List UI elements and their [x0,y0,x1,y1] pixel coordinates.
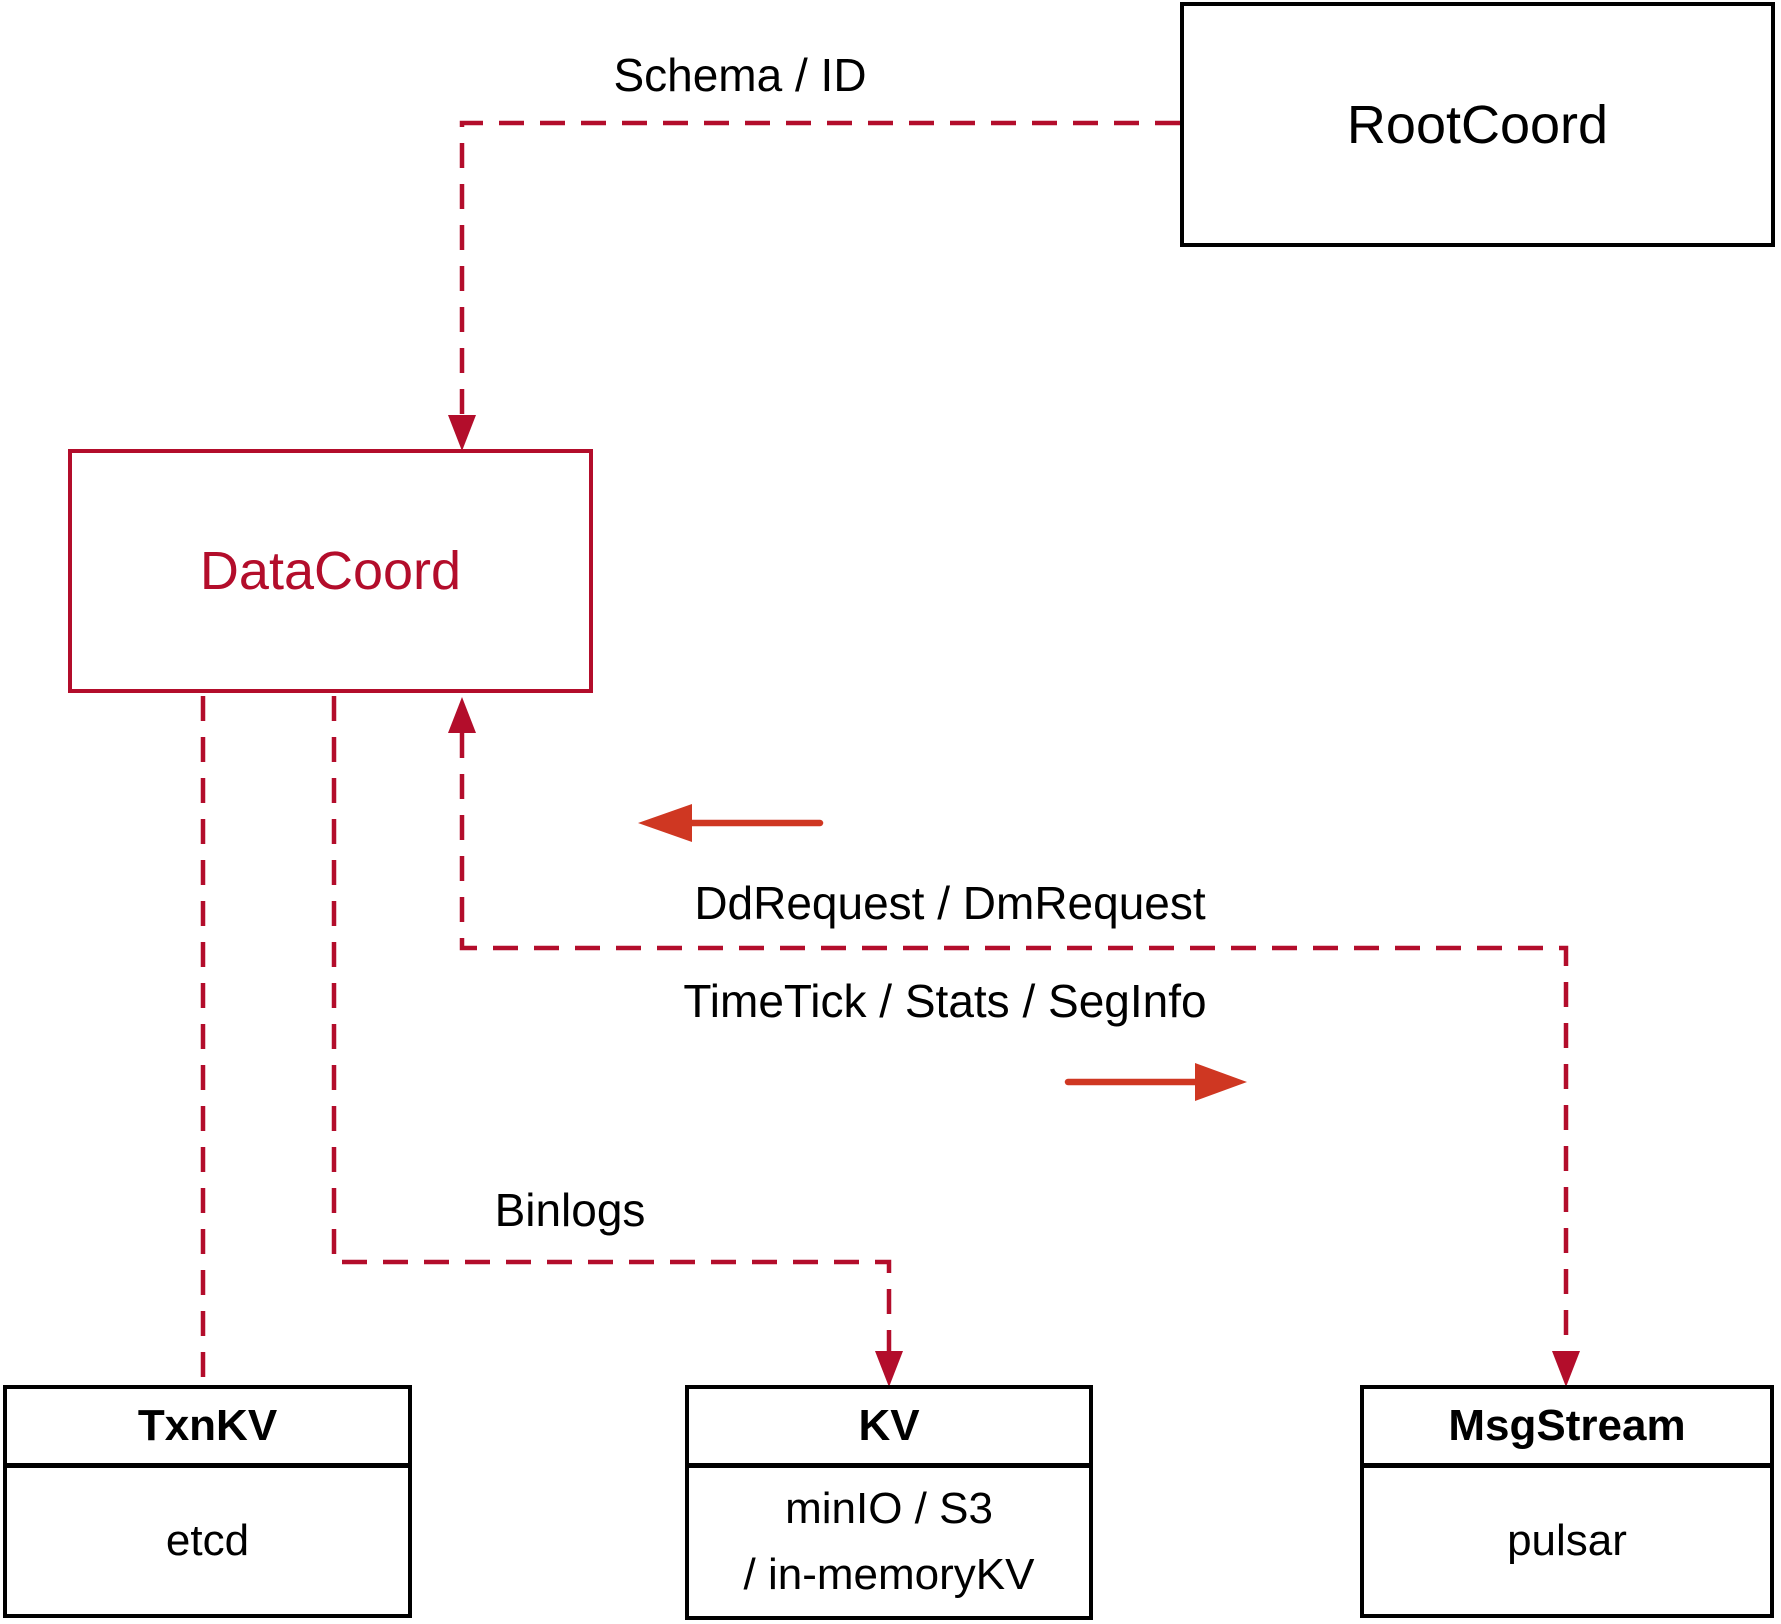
datacoord-msgstream-connector-line [459,733,1569,1351]
edge-label-binlogs: Binlogs [494,1184,646,1236]
datacoord-up-arrowhead-icon [448,697,476,733]
txnkv-body-label: etcd [165,1516,250,1565]
schema-id-connector-line [459,120,1180,415]
edge-label-dd-dm-request: DdRequest / DmRequest [694,877,1206,929]
binlogs-connector-line [331,696,892,1351]
txnkv-title: TxnKV [7,1389,408,1468]
kv-body-line2: / in-memoryKV [743,1550,1035,1599]
msgstream-body: pulsar [1364,1468,1770,1614]
txnkv-body: etcd [7,1468,408,1614]
rootcoord-label: RootCoord [1346,94,1609,155]
datacoord-label: DataCoord [199,541,462,601]
right-arrow-icon [1195,1063,1247,1101]
kv-body-line1: minIO / S3 [785,1484,993,1533]
schema-id-arrowhead-icon [448,415,476,451]
node-kv: KV minIO / S3 / in-memoryKV [685,1385,1093,1620]
kv-title-label: KV [858,1401,920,1450]
edge-label-timetick-stats-seginfo: TimeTick / Stats / SegInfo [683,975,1207,1027]
msgstream-title: MsgStream [1364,1389,1770,1468]
node-datacoord: DataCoord [68,449,593,693]
binlogs-arrowhead-icon [875,1351,903,1387]
msgstream-arrowhead-icon [1552,1351,1580,1387]
node-msgstream: MsgStream pulsar [1360,1385,1774,1618]
msgstream-body-label: pulsar [1507,1516,1627,1565]
left-arrow-icon [638,804,692,842]
kv-title: KV [689,1389,1089,1468]
kv-body: minIO / S3 / in-memoryKV [689,1468,1089,1616]
edge-label-schema-id: Schema / ID [613,49,867,101]
node-rootcoord: RootCoord [1180,2,1775,247]
msgstream-title-label: MsgStream [1448,1401,1686,1450]
node-txnkv: TxnKV etcd [3,1385,412,1618]
txnkv-title-label: TxnKV [137,1401,278,1450]
